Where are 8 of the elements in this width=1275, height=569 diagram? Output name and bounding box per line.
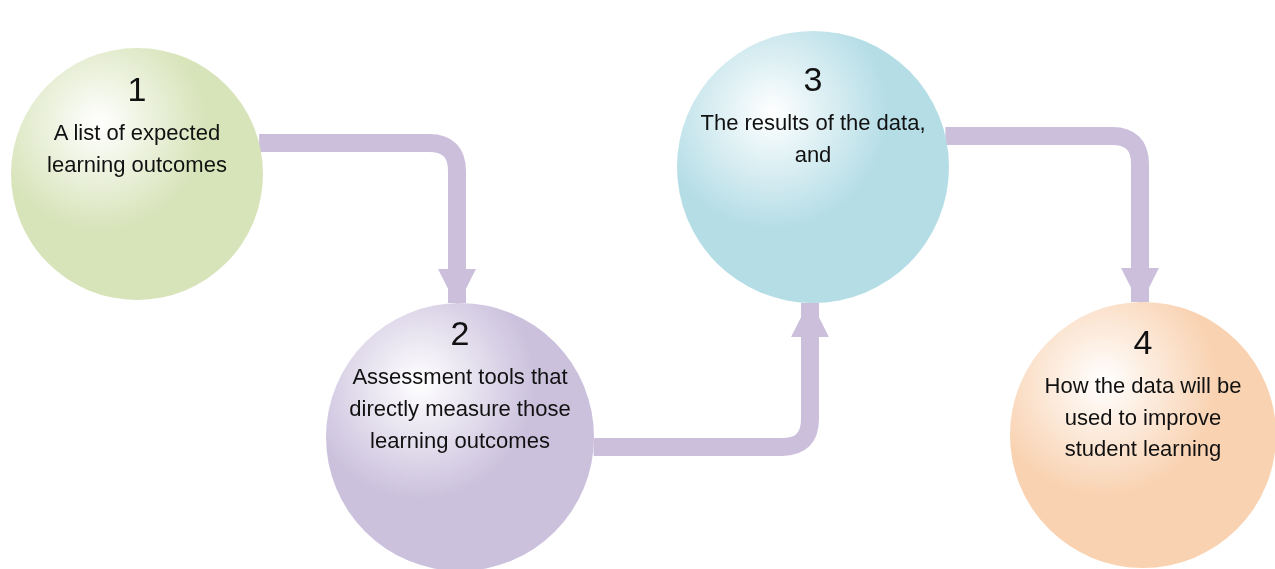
step-text: A list of expected learning outcomes <box>46 119 228 179</box>
step-text: How the data will be used to improve student learning <box>1043 371 1243 464</box>
step-number: 1 <box>127 70 147 110</box>
step-text: Assessment tools that directly measure those learning outcomes <box>348 362 572 455</box>
step-text: The results of the data, and <box>699 108 927 169</box>
step-number: 4 <box>1133 322 1153 362</box>
step-number: 2 <box>450 313 470 353</box>
step-number: 3 <box>803 59 823 99</box>
